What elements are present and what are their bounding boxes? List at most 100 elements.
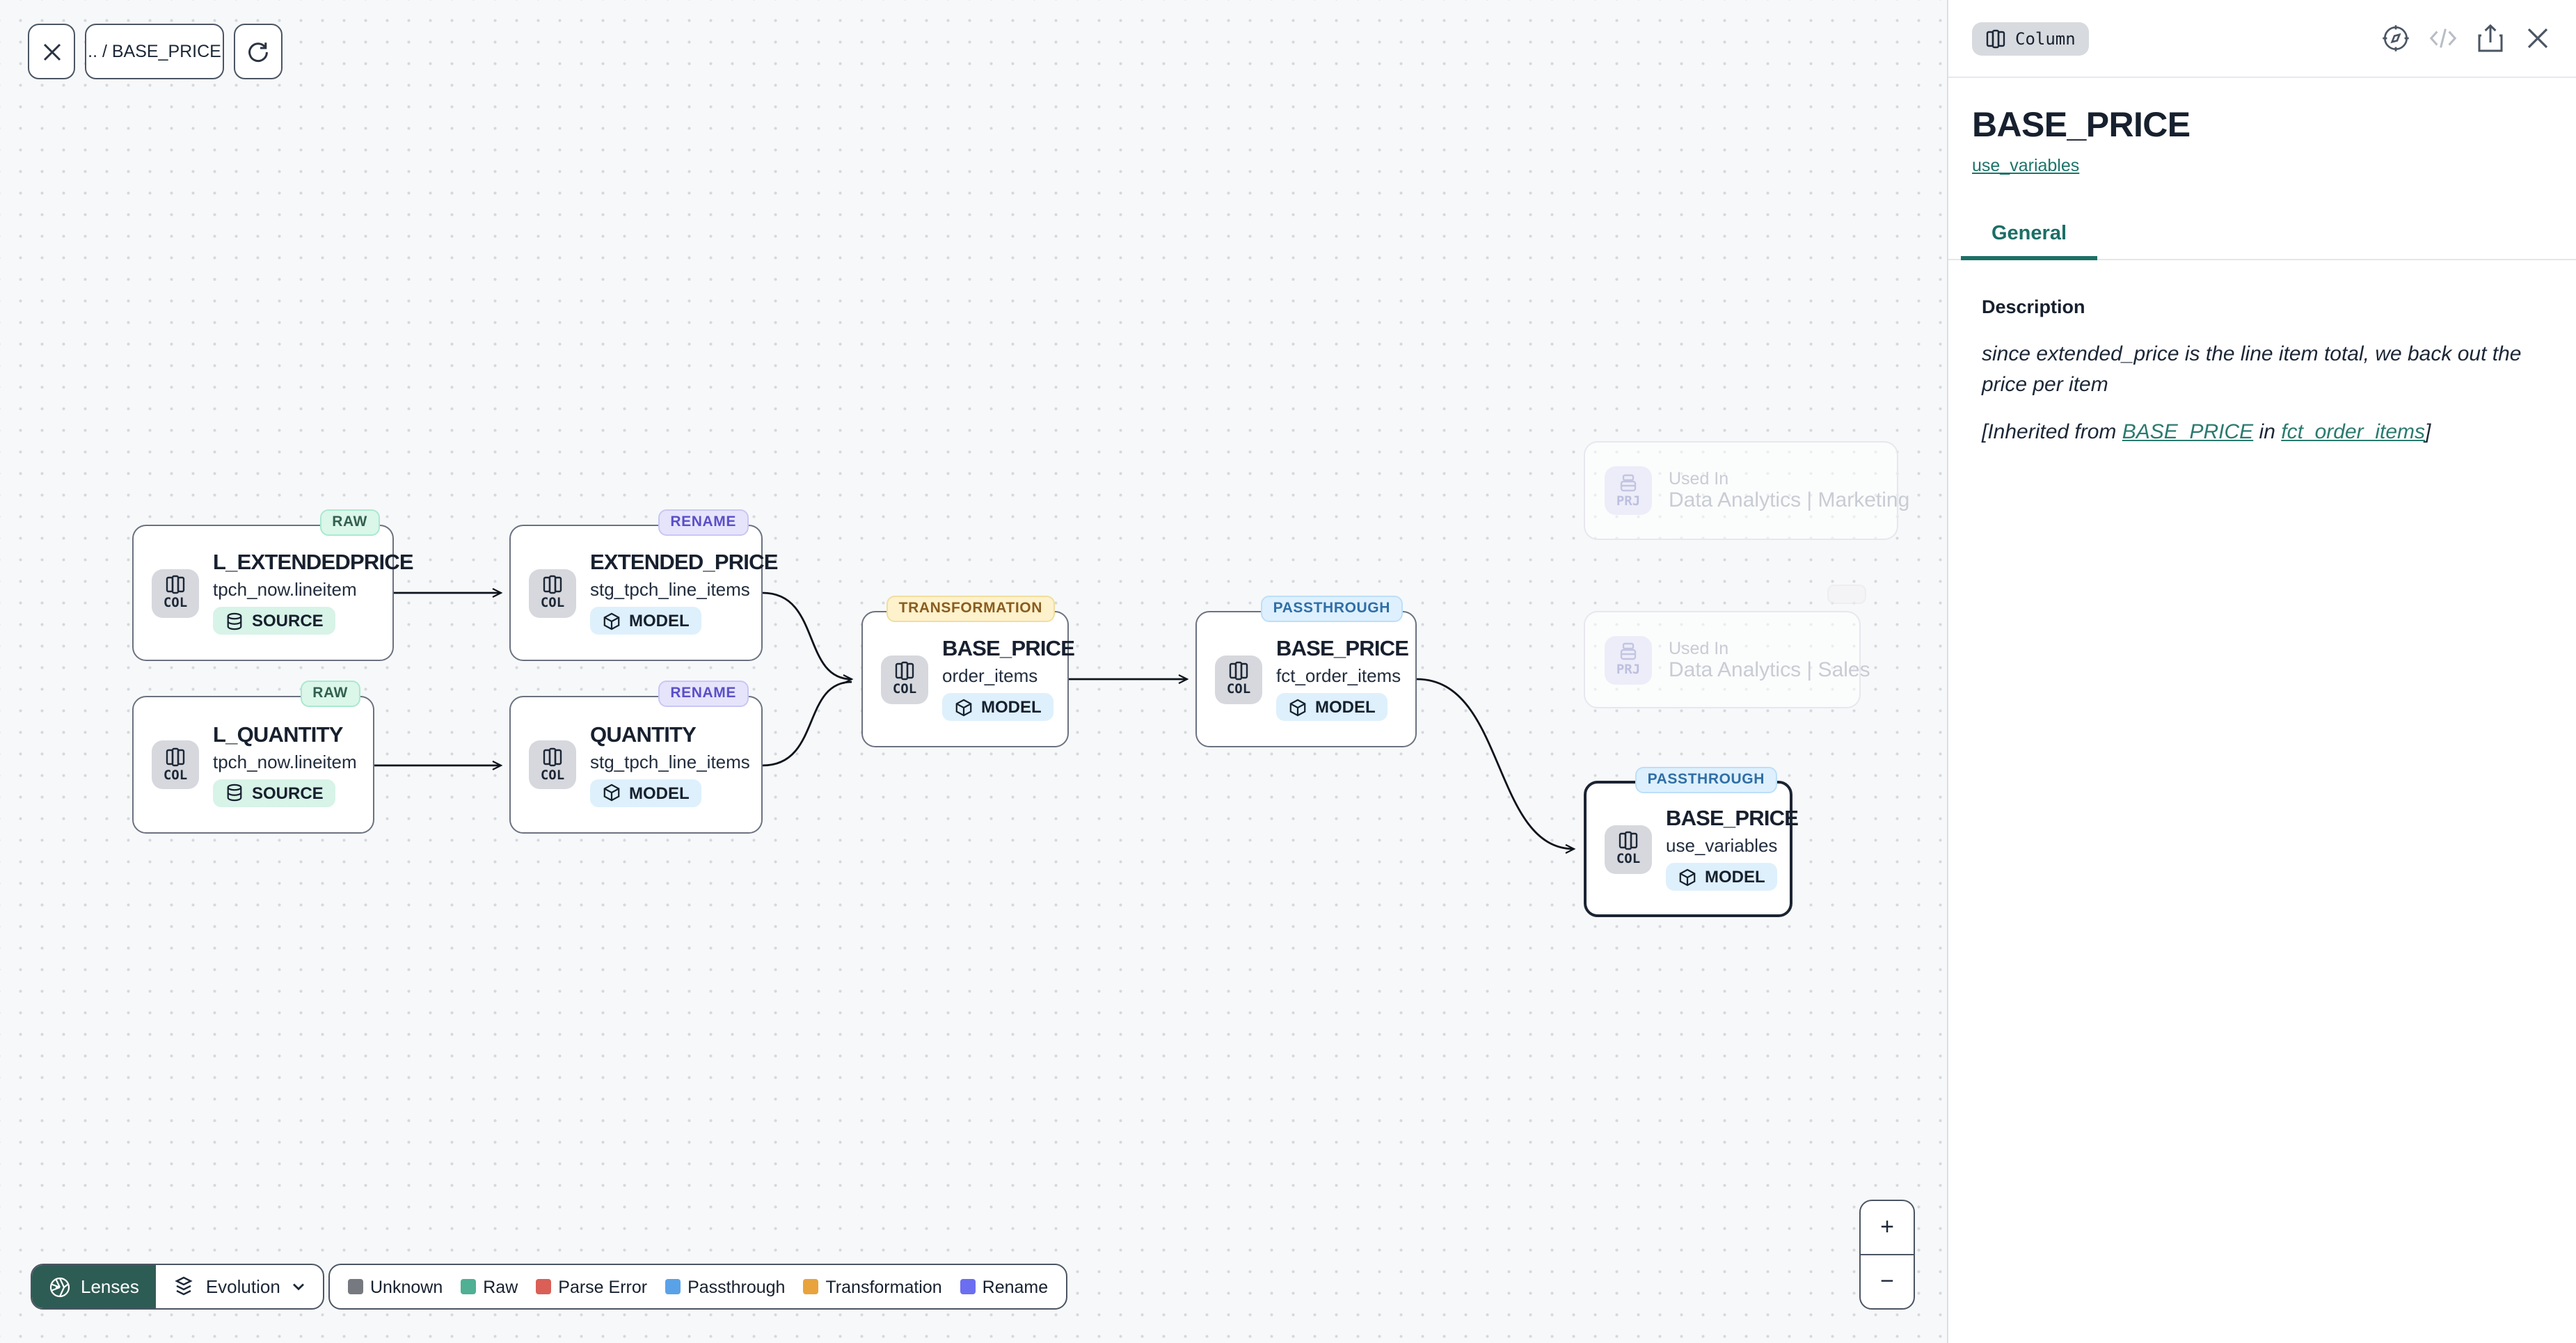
node-table: use_variables <box>1666 835 1777 856</box>
legend-item-transformation: Transformation <box>803 1277 941 1296</box>
close-icon <box>2526 26 2550 50</box>
used-in-label: Used In <box>1669 638 1870 658</box>
column-chip: COL <box>1605 825 1652 873</box>
panel-actions <box>2381 24 2552 53</box>
lenses-button[interactable]: Lenses <box>32 1265 156 1308</box>
node-title: QUANTITY <box>590 723 696 748</box>
type-pill-source: SOURCE <box>213 607 336 635</box>
column-icon <box>1229 661 1248 681</box>
lens-badge-raw: RAW <box>319 509 380 536</box>
panel-title: BASE_PRICE <box>1972 106 2552 146</box>
type-pill-model: MODEL <box>1276 693 1388 721</box>
type-pill-model: MODEL <box>1666 863 1778 891</box>
lens-badge-passthrough: PASSTHROUGH <box>1635 767 1777 793</box>
cube-icon <box>1289 698 1307 716</box>
lens-badge-passthrough: PASSTHROUGH <box>1261 596 1403 622</box>
refresh-icon <box>246 40 270 63</box>
node-title: L_QUANTITY <box>213 723 343 748</box>
code-button-disabled[interactable] <box>2428 24 2458 53</box>
type-pill-model: MODEL <box>942 693 1054 721</box>
breadcrumb-text: .. / BASE_PRICE <box>88 42 221 61</box>
lens-legend: Unknown Raw Parse Error Passthrough Tran… <box>328 1264 1067 1310</box>
lens-mode-dropdown[interactable]: Evolution <box>156 1265 324 1308</box>
used-in-label: Used In <box>1669 469 1909 488</box>
zoom-in-button[interactable]: + <box>1861 1201 1914 1255</box>
lens-selector-group: Lenses Evolution <box>31 1264 325 1310</box>
compass-icon <box>2381 24 2410 53</box>
used-in-project: Data Analytics | Sales <box>1669 658 1870 681</box>
column-chip: COL <box>529 740 576 789</box>
refresh-button[interactable] <box>234 24 283 79</box>
node-base-price-use-variables-selected[interactable]: PASSTHROUGH COL BASE_PRICE use_variables… <box>1584 781 1792 917</box>
tab-general[interactable]: General <box>1961 214 2097 260</box>
share-button[interactable] <box>2476 24 2505 53</box>
type-pill-model: MODEL <box>590 779 702 806</box>
cube-icon <box>1678 868 1696 886</box>
breadcrumb[interactable]: .. / BASE_PRICE <box>85 24 224 79</box>
lens-badge-rename: RENAME <box>658 509 749 536</box>
cube-icon <box>603 612 621 630</box>
node-title: BASE_PRICE <box>1666 807 1798 832</box>
type-pill-source: SOURCE <box>213 779 336 806</box>
legend-swatch <box>348 1279 363 1294</box>
project-chip: PRJ <box>1605 466 1652 515</box>
zoom-out-button[interactable]: − <box>1861 1255 1914 1308</box>
code-icon <box>2428 26 2458 50</box>
type-pill-model: MODEL <box>590 607 702 635</box>
node-base-price-order-items[interactable]: TRANSFORMATION COL BASE_PRICE order_item… <box>861 611 1069 747</box>
database-icon <box>225 612 244 630</box>
database-icon <box>225 784 244 802</box>
column-chip: COL <box>529 569 576 617</box>
node-extended-price[interactable]: RENAME COL EXTENDED_PRICE stg_tpch_line_… <box>509 525 763 661</box>
column-icon <box>166 747 185 766</box>
node-base-price-fct-order-items[interactable]: PASSTHROUGH COL BASE_PRICE fct_order_ite… <box>1195 611 1417 747</box>
column-chip: COL <box>1215 655 1262 704</box>
node-title: BASE_PRICE <box>1276 637 1408 662</box>
close-icon <box>41 41 62 62</box>
node-l-extendedprice[interactable]: RAW COL L_EXTENDEDPRICE tpch_now.lineite… <box>132 525 394 661</box>
used-in-project: Data Analytics | Marketing <box>1669 488 1909 512</box>
lens-badge-rename: RENAME <box>658 681 749 707</box>
project-icon <box>1619 642 1638 661</box>
node-l-quantity[interactable]: RAW COL L_QUANTITY tpch_now.lineitem SOU… <box>132 696 374 834</box>
ghost-node-sales[interactable]: PRJ Used In Data Analytics | Sales <box>1584 611 1861 708</box>
node-table: tpch_now.lineitem <box>213 751 357 772</box>
legend-item-rename: Rename <box>960 1277 1049 1296</box>
chevron-down-icon <box>292 1279 307 1294</box>
column-icon <box>895 661 914 681</box>
close-canvas-button[interactable] <box>28 24 75 79</box>
ghost-lens-badge <box>1827 585 1866 604</box>
legend-swatch <box>960 1279 976 1294</box>
share-export-icon <box>2477 24 2504 53</box>
legend-item-raw: Raw <box>461 1277 518 1296</box>
panel-tabs: General <box>1948 214 2576 260</box>
entity-type-badge: Column <box>1972 22 2090 55</box>
model-link[interactable]: use_variables <box>1972 156 2079 175</box>
description-text: since extended_price is the line item to… <box>1982 340 2552 400</box>
node-quantity[interactable]: RENAME COL QUANTITY stg_tpch_line_items … <box>509 696 763 834</box>
column-icon <box>166 575 185 594</box>
inherited-model-link[interactable]: fct_order_items <box>2281 420 2425 443</box>
close-panel-button[interactable] <box>2523 24 2552 53</box>
node-title: BASE_PRICE <box>942 637 1074 662</box>
node-table: tpch_now.lineitem <box>213 579 357 600</box>
ghost-node-marketing[interactable]: PRJ Used In Data Analytics | Marketing <box>1584 441 1898 540</box>
column-icon <box>543 575 562 594</box>
panel-content: Description since extended_price is the … <box>1948 260 2576 443</box>
project-icon <box>1619 472 1638 492</box>
project-chip: PRJ <box>1605 635 1652 684</box>
inherited-column-link[interactable]: BASE_PRICE <box>2122 420 2253 443</box>
inherited-note: [Inherited from BASE_PRICE in fct_order_… <box>1982 420 2552 443</box>
column-icon <box>1619 831 1638 850</box>
column-chip: COL <box>152 569 199 617</box>
zoom-controls: + − <box>1859 1200 1915 1310</box>
column-icon <box>1986 29 2005 48</box>
legend-item-unknown: Unknown <box>348 1277 443 1296</box>
detail-panel: Column BASE_PRICE use_variables <box>1947 0 2576 1343</box>
cube-icon <box>955 698 973 716</box>
node-table: stg_tpch_line_items <box>590 579 750 600</box>
legend-swatch <box>461 1279 476 1294</box>
lens-badge-transformation: TRANSFORMATION <box>887 596 1055 622</box>
cube-icon <box>603 784 621 802</box>
compass-button[interactable] <box>2381 24 2410 53</box>
